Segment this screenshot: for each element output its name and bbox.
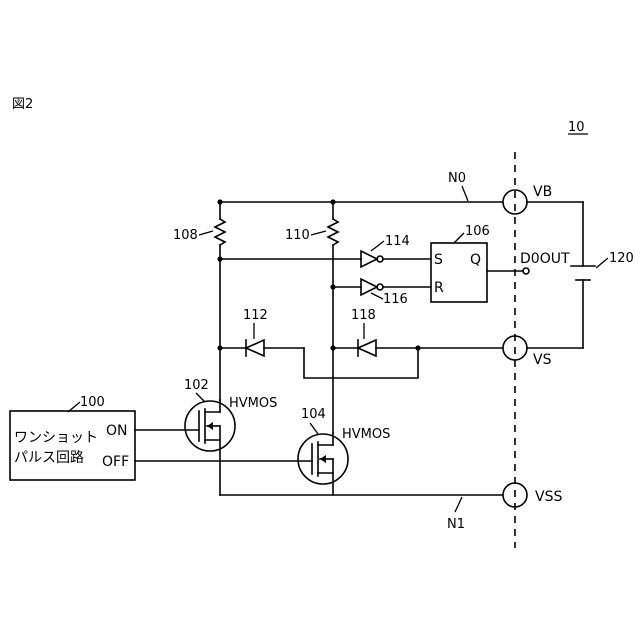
diode-118-ref: 118 xyxy=(351,308,376,323)
hvmos-104-leader xyxy=(310,423,318,434)
oneshot-on-pin: ON xyxy=(106,423,128,439)
hvmos-102-arrow xyxy=(207,422,213,430)
r110-ref: 110 xyxy=(285,228,310,243)
junction-n0-left xyxy=(217,199,222,204)
hvmos-102-label: HVMOS xyxy=(229,396,277,411)
oneshot-ref: 100 xyxy=(80,395,105,410)
vss-label: VSS xyxy=(535,489,562,505)
diode-118 xyxy=(358,340,376,356)
d0out-terminal xyxy=(523,268,529,274)
flipflop-leader xyxy=(454,233,464,243)
hvmos-104-ref: 104 xyxy=(301,407,326,422)
system-ref-label: 10 xyxy=(568,120,585,135)
flipflop-r-pin: R xyxy=(434,280,444,296)
vs-label: VS xyxy=(533,352,552,368)
hvmos-104-label: HVMOS xyxy=(342,427,390,442)
r108-ref: 108 xyxy=(173,228,198,243)
d0out-label: D0OUT xyxy=(520,251,570,267)
anode-loop-wire xyxy=(304,348,418,378)
flipflop-s-pin: S xyxy=(434,252,443,268)
n0-label: N0 xyxy=(448,171,466,186)
battery-ref: 120 xyxy=(609,251,634,266)
resistor-110 xyxy=(328,219,338,245)
diode-112 xyxy=(246,340,264,356)
hvmos-102-leader xyxy=(196,393,205,402)
oneshot-line2: パルス回路 xyxy=(14,450,84,466)
hvmos-102-ref: 102 xyxy=(184,378,209,393)
flipflop-q-pin: Q xyxy=(470,252,481,268)
flipflop-ref: 106 xyxy=(465,224,490,239)
inverter-116-ref: 116 xyxy=(383,292,408,307)
inverter-116 xyxy=(361,279,377,295)
inverter-114 xyxy=(361,251,377,267)
diode-112-ref: 112 xyxy=(243,308,268,323)
inverter-114-leader xyxy=(371,241,384,251)
figure-title: 図2 xyxy=(12,97,33,112)
inverter-116-leader xyxy=(371,293,383,299)
resistor-108 xyxy=(215,219,225,245)
oneshot-line1: ワンショット xyxy=(14,430,98,446)
hvmos-104-arrow xyxy=(320,455,326,463)
r110-leader xyxy=(311,231,326,235)
vb-label: VB xyxy=(533,184,552,200)
oneshot-off-pin: OFF xyxy=(102,454,129,470)
inverter-114-ref: 114 xyxy=(385,234,410,249)
n1-label: N1 xyxy=(447,517,465,532)
n1-leader xyxy=(455,497,462,512)
junction-n0-right xyxy=(330,199,335,204)
battery-leader xyxy=(596,258,608,268)
r108-leader xyxy=(199,231,213,235)
n0-leader xyxy=(462,186,468,201)
